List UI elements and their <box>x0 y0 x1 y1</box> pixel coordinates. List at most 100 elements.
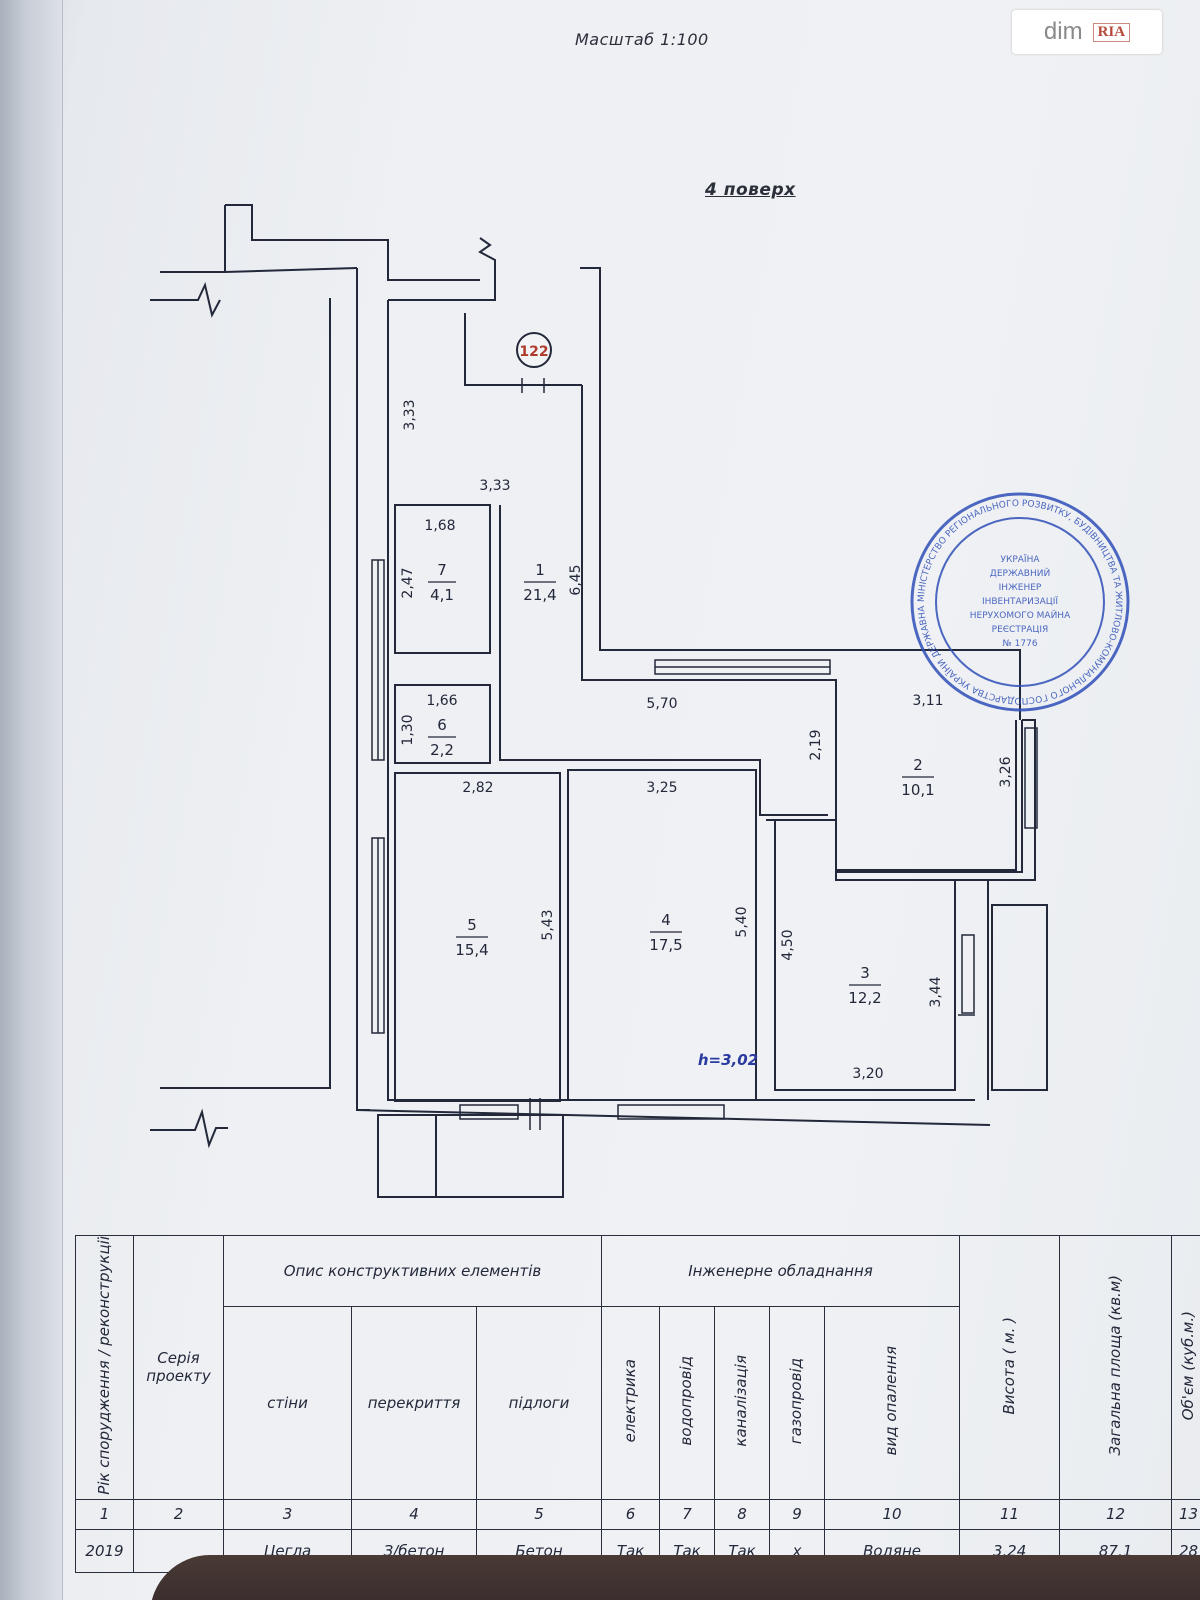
break-symbol-bottom <box>150 1108 228 1149</box>
room-3-wall-right <box>955 879 989 1100</box>
room-4-number: 4 <box>661 911 671 929</box>
scale-caption: Масштаб 1:100 <box>575 30 709 49</box>
header-flooring: підлоги <box>475 1306 603 1500</box>
header-area: Загальна площа (кв.м) <box>1059 1235 1173 1500</box>
dim-hall-width: 5,70 <box>646 696 677 712</box>
entry-vestibule <box>464 313 582 386</box>
dim-room5-length: 5,43 <box>540 909 556 940</box>
stamp-inner-ring <box>935 517 1105 687</box>
dim-room2-width: 3,11 <box>912 693 943 709</box>
dim-room6-width: 1,66 <box>426 693 457 709</box>
room-6-number: 6 <box>437 716 447 734</box>
header-water: водопровід <box>659 1306 716 1500</box>
room-7-number: 7 <box>437 561 447 579</box>
stamp-ring-text: МІНІСТЕРСТВО РЕГІОНАЛЬНОГО РОЗВИТКУ, БУД… <box>0 0 1123 705</box>
dim-room3-length: 4,50 <box>780 929 796 960</box>
colnum-5: 5 <box>475 1498 603 1530</box>
room-2-inner <box>835 686 1017 871</box>
stamp-outer-ring <box>910 492 1130 712</box>
header-engineering-group: Інженерне обладнання <box>601 1234 961 1308</box>
dim-room6-length: 1,30 <box>400 714 416 745</box>
colnum-8: 8 <box>714 1498 771 1530</box>
colnum-13: 13 <box>1171 1498 1200 1530</box>
spec-table: Рік спорудження / реконструкції Серія пр… <box>75 1234 1200 1573</box>
room1-inner-wall <box>581 385 828 681</box>
header-gas: газопровід <box>769 1306 826 1500</box>
room-6-area: 2,2 <box>430 741 454 759</box>
dim-room1-length: 6,45 <box>568 564 584 595</box>
dim-room2-length: 3,26 <box>998 756 1014 787</box>
colnum-4: 4 <box>351 1498 477 1530</box>
page-binding <box>0 0 63 1600</box>
dim-room7-length: 2,47 <box>400 567 416 598</box>
stamp-line-2: ДЕРЖАВНИЙ <box>990 567 1050 579</box>
window-room3 <box>961 934 975 1014</box>
apartment-number: 122 <box>519 344 548 360</box>
room-5-area: 15,4 <box>455 941 488 959</box>
room-3-number: 3 <box>860 964 870 982</box>
left-inner-wall <box>160 298 331 1089</box>
colnum-1: 1 <box>75 1498 134 1530</box>
stamp-line-5: НЕРУХОМОГО МАЙНА <box>970 609 1071 621</box>
room-7-outline <box>394 504 491 654</box>
entry-break <box>388 237 496 301</box>
colnum-12: 12 <box>1059 1498 1173 1530</box>
stamp-line-4: ІНВЕНТАРИЗАЦІЇ <box>982 596 1058 607</box>
room1-right-wall <box>580 267 1021 720</box>
logo-ria-text: RIA <box>1092 22 1131 42</box>
dimria-logo[interactable]: dim RIA <box>1012 10 1162 54</box>
stamp-line-3: ІНЖЕНЕР <box>999 583 1042 593</box>
column-number-row: 1 2 3 4 5 6 7 8 9 10 11 12 13 <box>75 1498 1200 1530</box>
stamp-line-7: № 1776 <box>1002 639 1037 649</box>
left-top-wall <box>160 205 226 273</box>
window-bottom-2 <box>617 1104 725 1120</box>
header-volume: Об'єм (куб.м.) <box>1171 1235 1200 1500</box>
apartment-badge <box>516 332 552 368</box>
colnum-9: 9 <box>769 1498 826 1530</box>
dim-room4-width: 3,25 <box>646 780 677 796</box>
colnum-6: 6 <box>601 1498 661 1530</box>
corridor-wall-left <box>356 268 370 1111</box>
logo-dim-text: dim <box>1043 18 1083 45</box>
header-slab: перекриття <box>351 1306 477 1500</box>
hand-shadow <box>150 1555 1200 1600</box>
room-1-number: 1 <box>535 561 545 579</box>
cell-year: 2019 <box>75 1528 134 1573</box>
header-series: Серія проекту <box>133 1235 224 1500</box>
dim-room7-width: 1,68 <box>424 518 455 534</box>
room-4-area: 17,5 <box>649 936 682 954</box>
ceiling-height: h=3,02 <box>698 1051 758 1069</box>
window-bottom-1 <box>459 1104 519 1120</box>
room-3-area: 12,2 <box>848 989 881 1007</box>
dim-room4-length: 5,40 <box>734 906 750 937</box>
room-4-outline <box>567 769 757 1101</box>
dim-room3-width: 3,20 <box>852 1066 883 1082</box>
header-heating: вид опалення <box>824 1306 961 1500</box>
colnum-11: 11 <box>959 1498 1061 1530</box>
dim-corridor-length: 3,33 <box>402 399 418 430</box>
floor-caption: 4 поверх <box>705 180 796 200</box>
room-7-area: 4,1 <box>430 586 454 604</box>
dim-room3-depth: 3,44 <box>928 976 944 1007</box>
dim-hall-depth: 2,19 <box>808 729 824 760</box>
room-6-outline <box>394 684 491 764</box>
header-sewer: каналізація <box>714 1306 771 1500</box>
official-stamp: МІНІСТЕРСТВО РЕГІОНАЛЬНОГО РОЗВИТКУ, БУД… <box>0 0 1130 712</box>
room-2-number: 2 <box>913 756 923 774</box>
window-right <box>1024 727 1038 829</box>
balcony-link <box>988 719 1036 881</box>
room-5-number: 5 <box>467 916 477 934</box>
bottom-exterior-wall <box>356 1109 991 1126</box>
bottom-balcony <box>377 1114 564 1198</box>
colnum-10: 10 <box>824 1498 961 1530</box>
hall-wall <box>499 505 828 816</box>
dim-room5-width: 2,82 <box>462 780 493 796</box>
floor-plan: 122 7 4,1 1 21,4 6 2,2 2 10,1 5 15,4 4 1… <box>0 0 1130 1198</box>
corridor-wall-right <box>387 300 975 1101</box>
colnum-7: 7 <box>659 1498 716 1530</box>
balcony-outline <box>991 904 1048 1091</box>
header-elements-group: Опис конструктивних елементів <box>222 1234 603 1308</box>
stamp-line-6: РЕЄСТРАЦІЯ <box>992 625 1049 635</box>
stamp-line-1: УКРАЇНА <box>1000 554 1040 565</box>
